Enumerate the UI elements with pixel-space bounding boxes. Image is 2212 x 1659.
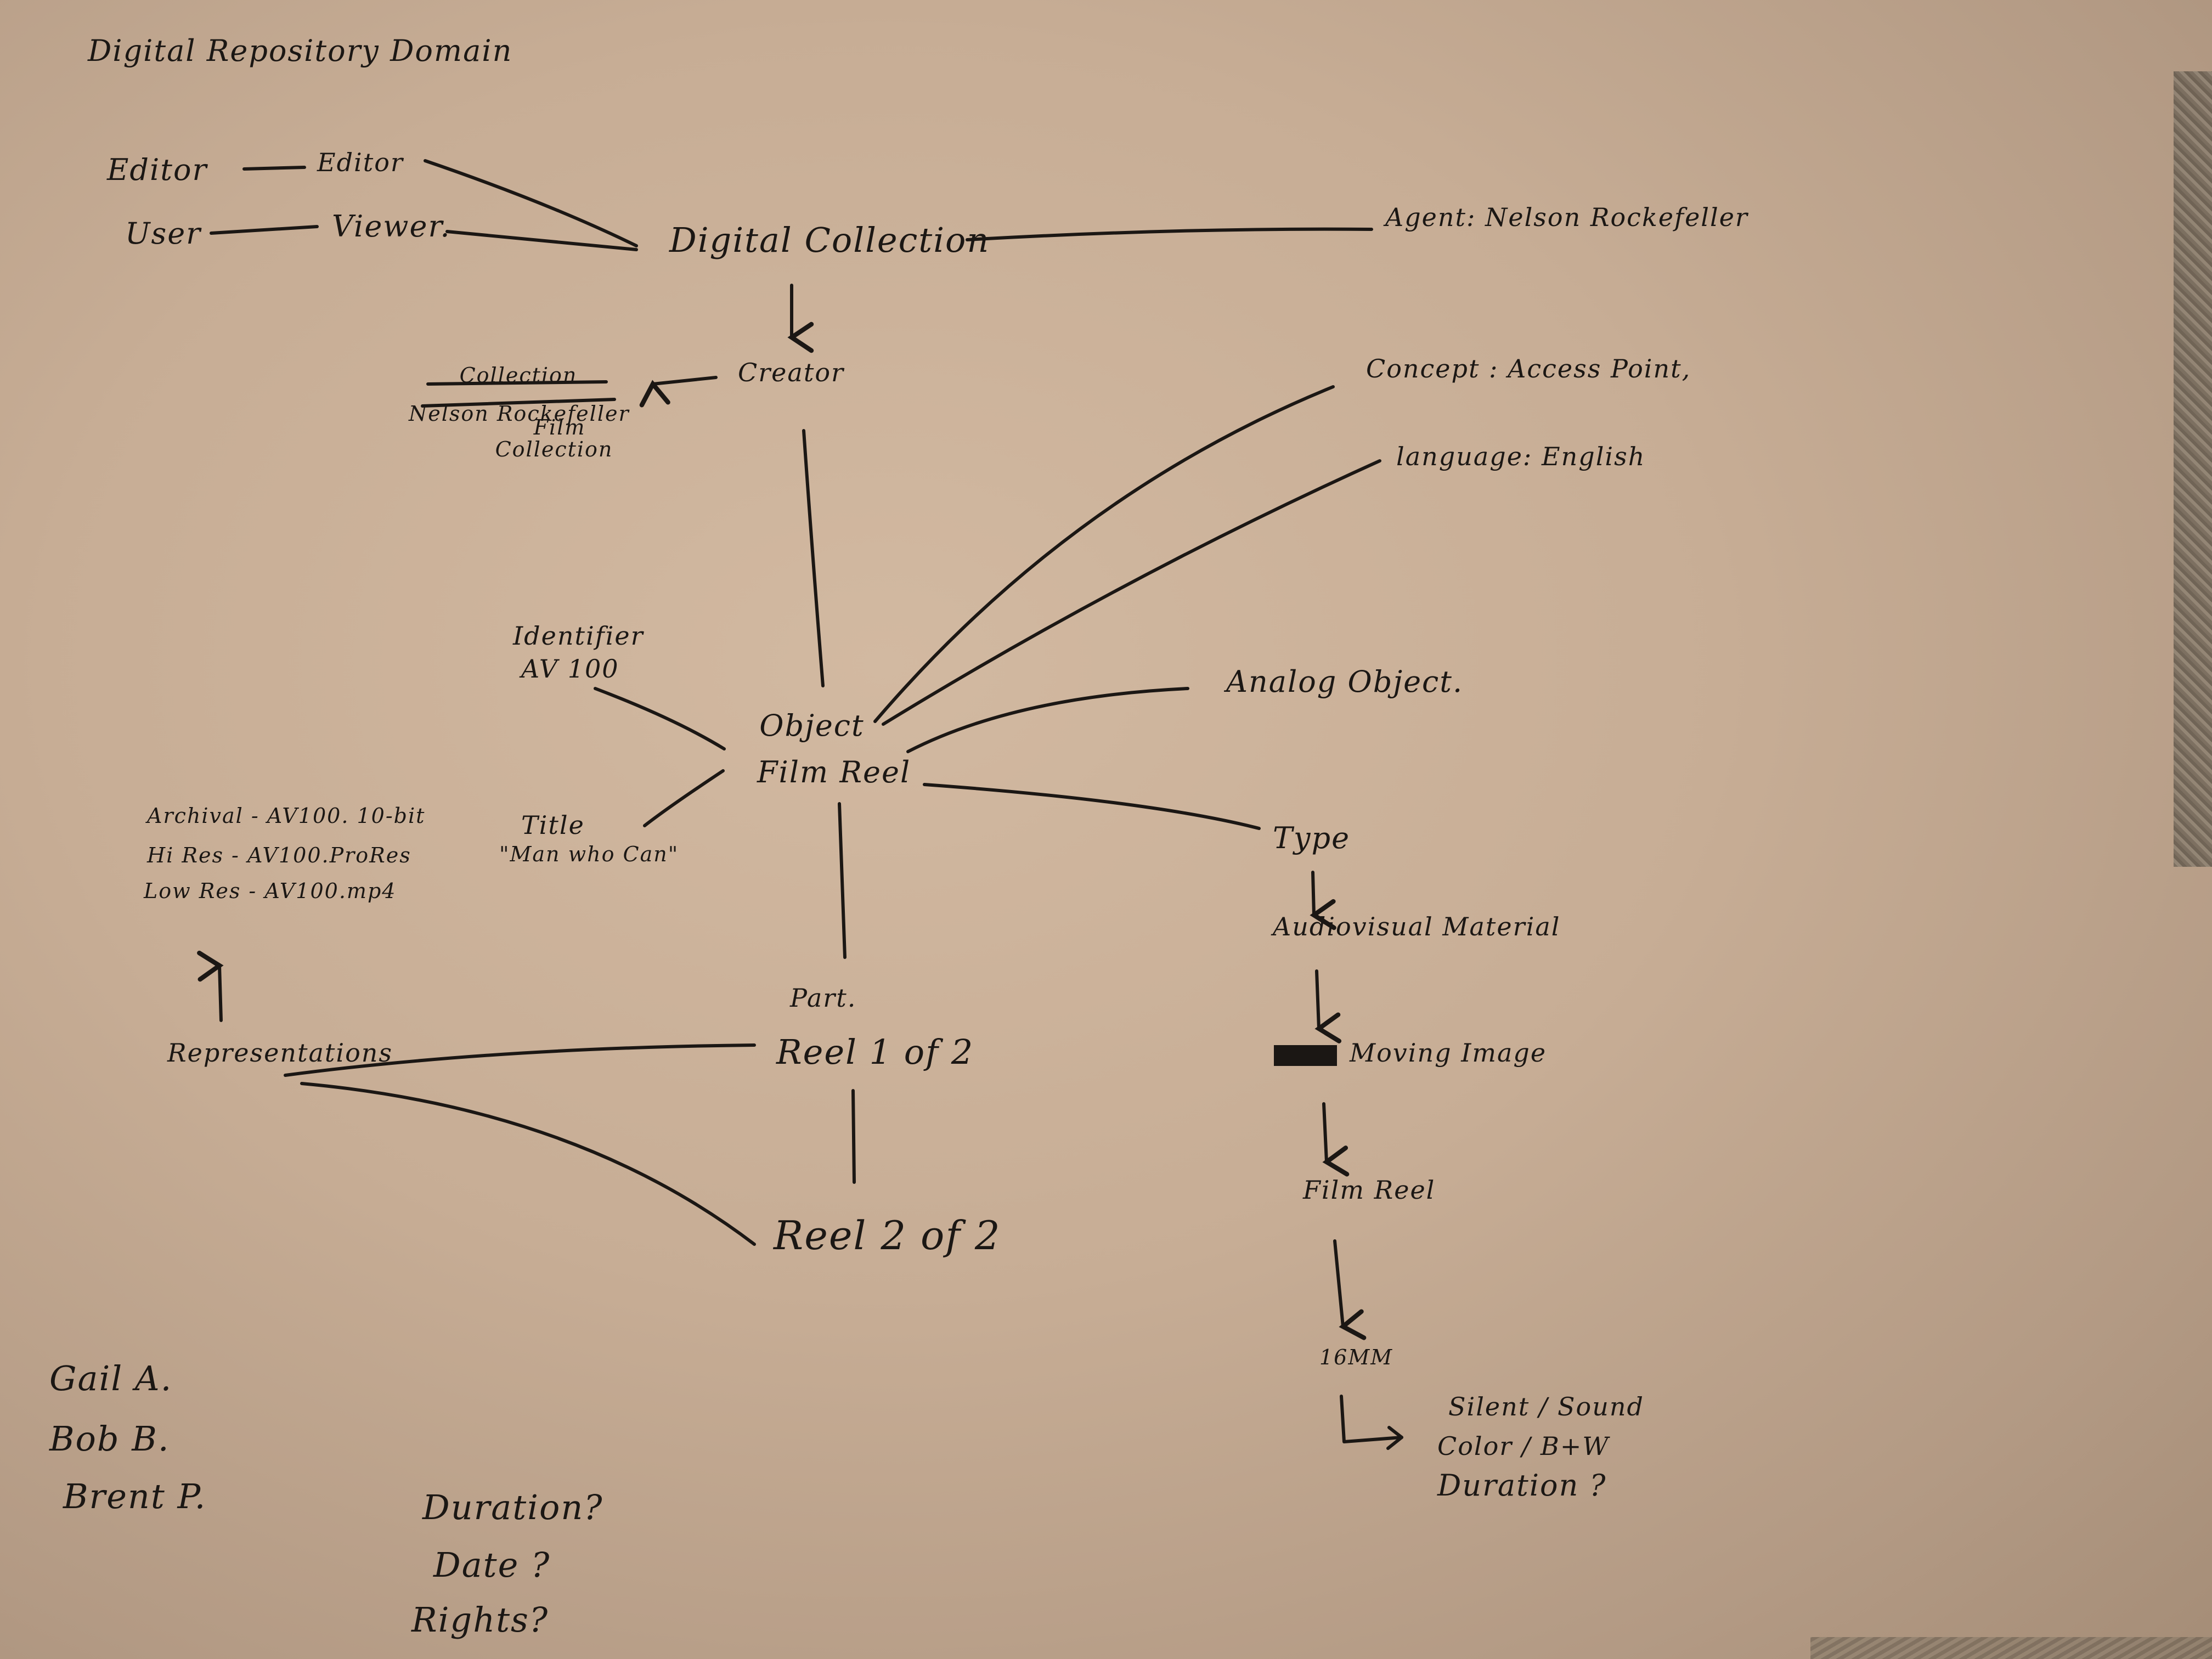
node-type: Type xyxy=(1273,821,1351,855)
carpet-edge xyxy=(2174,71,2212,867)
edge-concept-object xyxy=(873,385,1335,723)
edge-editor-collection xyxy=(424,159,638,247)
edge-viewer-collection xyxy=(445,230,638,251)
edge-creator-object xyxy=(802,429,825,687)
collection-name-line1: Nelson Rockefeller xyxy=(409,402,630,426)
role-user: User xyxy=(125,216,201,251)
title-node-value: "Man who Can" xyxy=(499,842,679,866)
arrow-moving-filmreel xyxy=(1322,1102,1350,1177)
scribble-mark xyxy=(1274,1045,1337,1066)
role-viewer: Viewer. xyxy=(332,209,451,244)
arrow-representations-files xyxy=(197,950,224,1022)
node-agent: Agent: Nelson Rockefeller xyxy=(1385,202,1748,232)
arrow-audiovisual-moving xyxy=(1314,969,1342,1043)
type-film-reel: Film Reel xyxy=(1303,1175,1436,1205)
author-2: Bob B. xyxy=(49,1419,170,1459)
arrow-type-audiovisual xyxy=(1310,871,1336,930)
question-duration: Duration? xyxy=(422,1487,603,1527)
author-1: Gail A. xyxy=(49,1358,173,1398)
node-language: language: English xyxy=(1396,442,1646,471)
edge-object-type xyxy=(923,783,1261,830)
collection-heading: Collection xyxy=(459,363,578,387)
part-reel-1: Reel 1 of 2 xyxy=(776,1032,974,1072)
node-representations: Representations xyxy=(167,1038,393,1068)
type-audiovisual: Audiovisual Material xyxy=(1273,912,1561,941)
edge-collection-agent xyxy=(966,227,1373,241)
film-attr-sound: Silent / Sound xyxy=(1448,1392,1644,1421)
node-object-label: Object xyxy=(759,708,865,743)
node-analog-object: Analog Object. xyxy=(1226,664,1464,699)
edge-representations-reel1 xyxy=(284,1043,756,1077)
part-reel-2: Reel 2 of 2 xyxy=(774,1212,1001,1259)
node-creator: Creator xyxy=(738,358,845,387)
edge-analog-object xyxy=(906,687,1189,753)
collection-name-line3: Collection xyxy=(495,437,613,461)
film-attr-duration: Duration ? xyxy=(1437,1468,1607,1503)
author-3: Brent P. xyxy=(63,1476,207,1516)
role-editor-left: Editor xyxy=(107,153,208,187)
representation-low-res: Low Res - AV100.mp4 xyxy=(144,879,397,903)
collection-underline xyxy=(426,380,608,386)
edge-editor-editor xyxy=(242,166,306,171)
role-editor-right: Editor xyxy=(317,148,404,177)
type-moving-image: Moving Image xyxy=(1350,1038,1547,1068)
carpet-bottom-edge xyxy=(1810,1637,2212,1659)
edge-language-object xyxy=(882,459,1381,726)
part-label: Part. xyxy=(790,983,857,1013)
representation-hi-res: Hi Res - AV100.ProRes xyxy=(147,843,411,867)
edge-object-part xyxy=(838,802,847,959)
arrow-creator-collection xyxy=(639,376,718,408)
title-node-label: Title xyxy=(521,810,585,840)
diagram-title: Digital Repository Domain xyxy=(88,33,513,68)
edge-user-viewer xyxy=(210,225,319,235)
node-object-value: Film Reel xyxy=(757,755,911,789)
identifier-label: Identifier xyxy=(513,621,644,651)
film-attr-color: Color / B+W xyxy=(1437,1431,1610,1461)
arrow-16mm-attributes xyxy=(1340,1395,1403,1443)
identifier-value: AV 100 xyxy=(521,654,619,684)
edge-title-object xyxy=(643,769,725,827)
edge-reel1-reel2 xyxy=(851,1089,856,1184)
question-date: Date ? xyxy=(433,1545,551,1585)
question-rights: Rights? xyxy=(411,1600,549,1640)
node-concept: Concept : Access Point, xyxy=(1366,354,1691,383)
type-16mm: 16MM xyxy=(1319,1345,1393,1369)
arrow-filmreel-16mm xyxy=(1333,1239,1367,1340)
representation-archival: Archival - AV100. 10-bit xyxy=(147,804,426,828)
node-digital-collection: Digital Collection xyxy=(669,220,990,260)
collection-name-line2: Film xyxy=(533,415,586,439)
edge-identifier-object xyxy=(594,687,726,751)
edge-representations-reel2 xyxy=(300,1082,756,1246)
